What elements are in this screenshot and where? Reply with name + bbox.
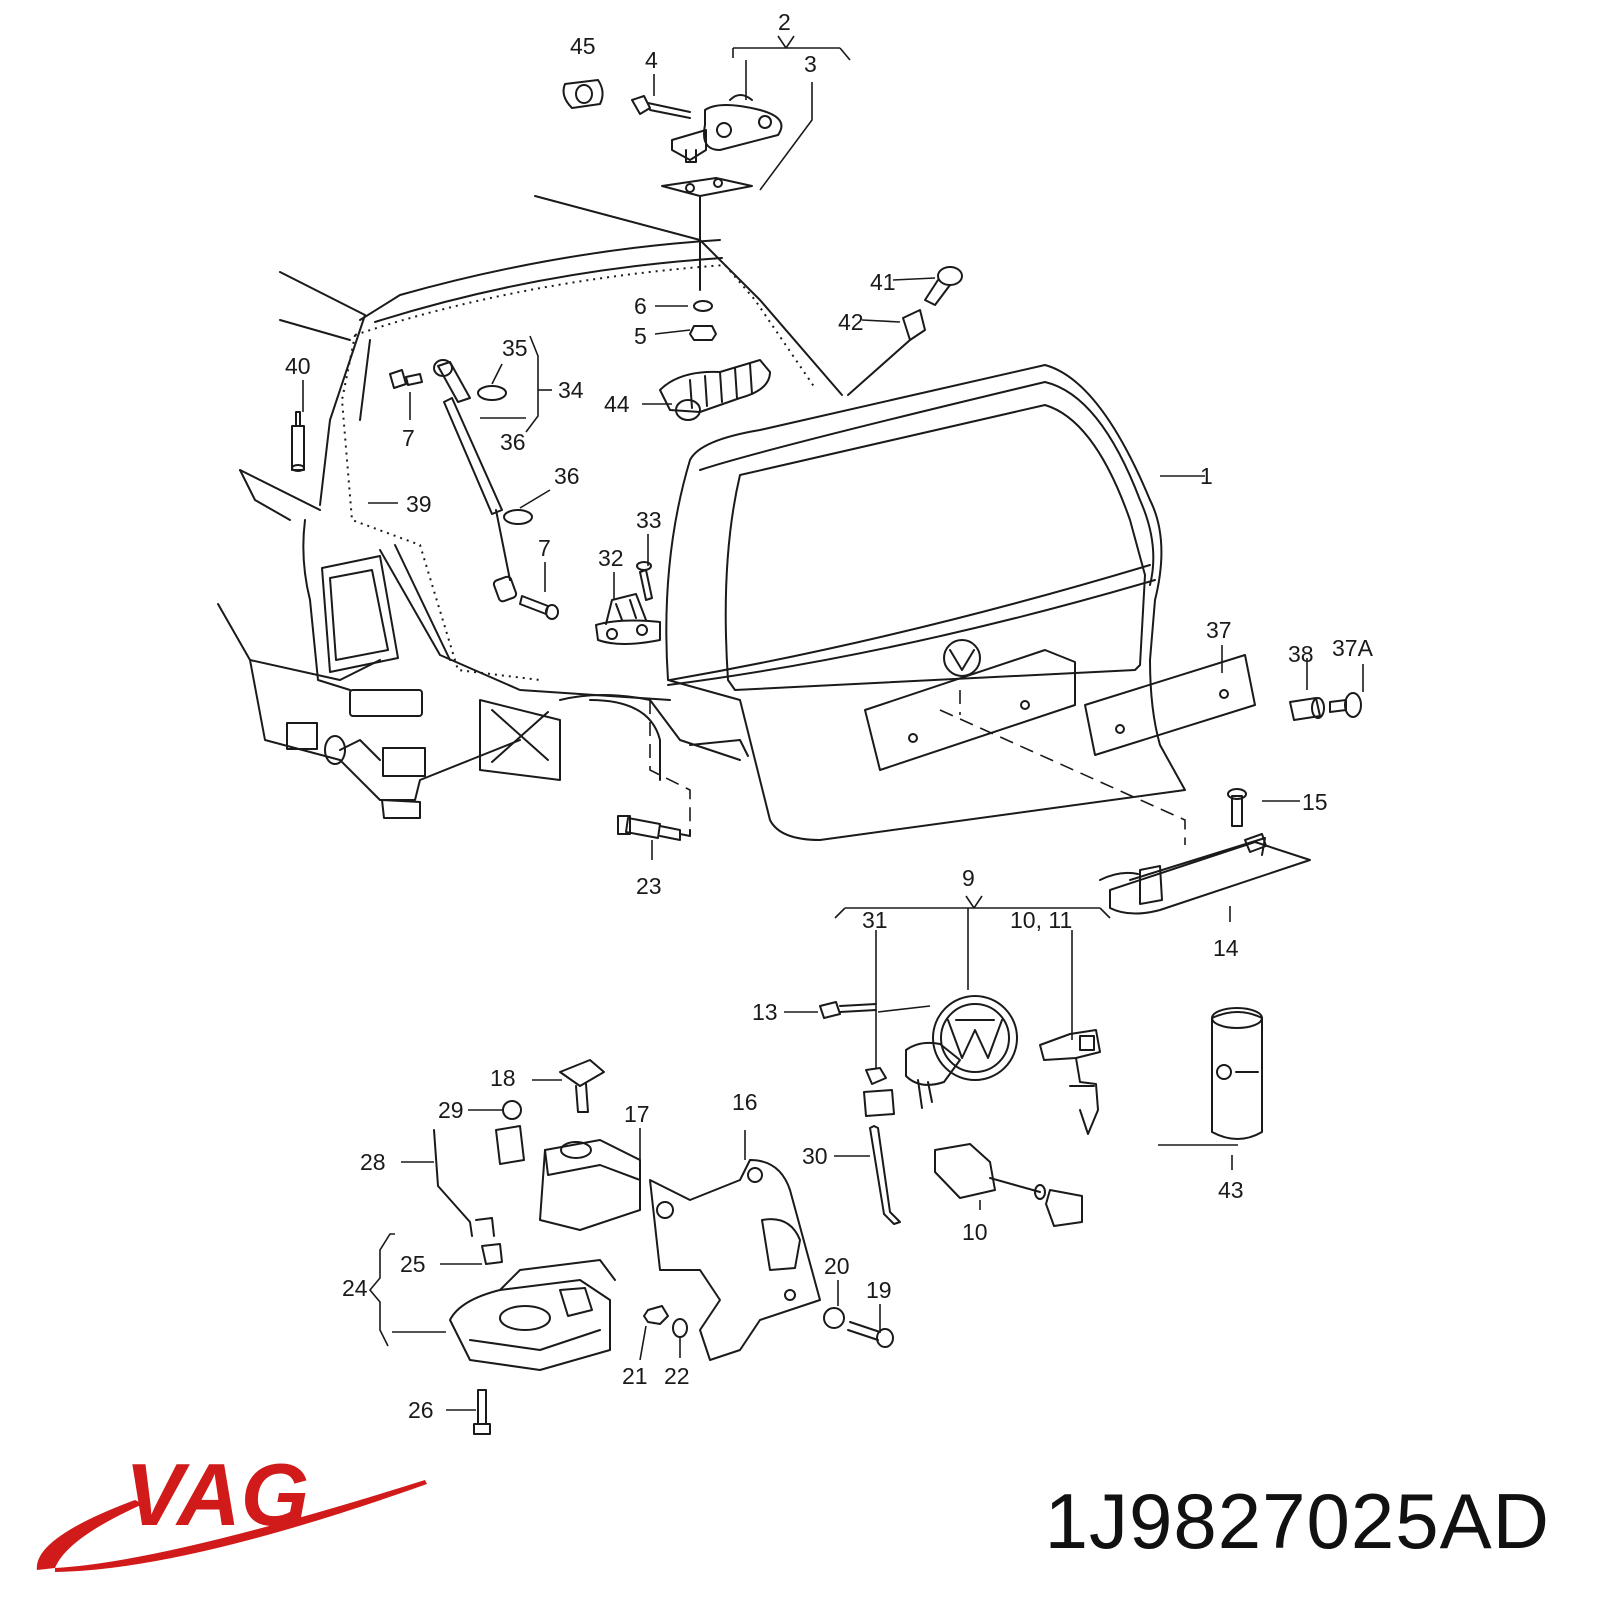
callout-41: 41	[870, 269, 896, 295]
callout-24: 24	[342, 1275, 368, 1301]
callout-16: 16	[732, 1089, 758, 1115]
tailgate-panel	[665, 364, 1186, 841]
callout-35: 35	[502, 335, 528, 361]
callout-20: 20	[824, 1253, 850, 1279]
spray-can-43	[1211, 1007, 1263, 1140]
callout-9: 9	[962, 865, 975, 891]
callout-13: 13	[752, 999, 778, 1025]
callout-3: 3	[804, 51, 817, 77]
logo-swoosh	[36, 1500, 143, 1570]
callout-39: 39	[406, 491, 432, 517]
callout-44: 44	[604, 391, 630, 417]
callout-10-11: 10, 11	[1010, 907, 1072, 933]
callout-42: 42	[838, 309, 864, 335]
callout-36b: 36	[554, 463, 580, 489]
car-body-rear	[217, 195, 843, 819]
callout-23: 23	[636, 873, 662, 899]
callout-28: 28	[360, 1149, 386, 1175]
handle-14	[1099, 788, 1311, 915]
switch-23	[617, 815, 691, 841]
leader-lines	[302, 35, 1364, 1411]
callout-18: 18	[490, 1065, 516, 1091]
callout-37a: 37A	[1332, 635, 1374, 661]
callout-19: 19	[866, 1277, 892, 1303]
callout-36a: 36	[500, 429, 526, 455]
assembly-line	[939, 709, 1186, 845]
trim-strip-37	[1084, 654, 1256, 756]
callout-5: 5	[634, 323, 647, 349]
callout-7a: 7	[402, 425, 415, 451]
callout-34: 34	[558, 377, 584, 403]
callout-40: 40	[285, 353, 311, 379]
bumper-41-42	[847, 266, 963, 396]
callout-labels: 1 2 3 4 5 6 7 7 9 10 10, 11 13 14 15 16 …	[285, 9, 1374, 1423]
washer-6	[693, 300, 713, 312]
callout-45: 45	[570, 33, 596, 59]
wiring-grommet-44	[659, 359, 771, 421]
callout-26: 26	[408, 1397, 434, 1423]
callout-4: 4	[645, 47, 658, 73]
callout-38: 38	[1288, 641, 1314, 667]
callout-30: 30	[802, 1143, 828, 1169]
callout-29: 29	[438, 1097, 464, 1123]
callout-22: 22	[664, 1363, 690, 1389]
callout-43: 43	[1218, 1177, 1244, 1203]
callout-37: 37	[1206, 617, 1232, 643]
part-number-label: 1J9827025AD	[1044, 1477, 1550, 1565]
stud-40	[291, 411, 305, 472]
callout-25: 25	[400, 1251, 426, 1277]
callout-7b: 7	[538, 535, 551, 561]
callout-1: 1	[1200, 463, 1213, 489]
striker-32	[595, 561, 661, 645]
callout-17: 17	[624, 1101, 650, 1127]
callout-10: 10	[962, 1219, 988, 1245]
gas-strut-34	[389, 359, 559, 620]
lock-cylinder-assembly	[819, 995, 1101, 1227]
callout-14: 14	[1213, 935, 1239, 961]
assembly-line	[649, 700, 691, 830]
callout-15: 15	[1302, 789, 1328, 815]
callout-6: 6	[634, 293, 647, 319]
logo-text: VAG	[125, 1445, 309, 1544]
hinge-assembly	[562, 79, 783, 291]
vag-logo: VAG	[36, 1445, 427, 1572]
callout-32: 32	[598, 545, 624, 571]
callout-31: 31	[862, 907, 888, 933]
callout-21: 21	[622, 1363, 648, 1389]
nut-5	[689, 325, 717, 341]
callout-33: 33	[636, 507, 662, 533]
callout-2: 2	[778, 9, 791, 35]
fasteners-38-37a	[1289, 692, 1362, 721]
